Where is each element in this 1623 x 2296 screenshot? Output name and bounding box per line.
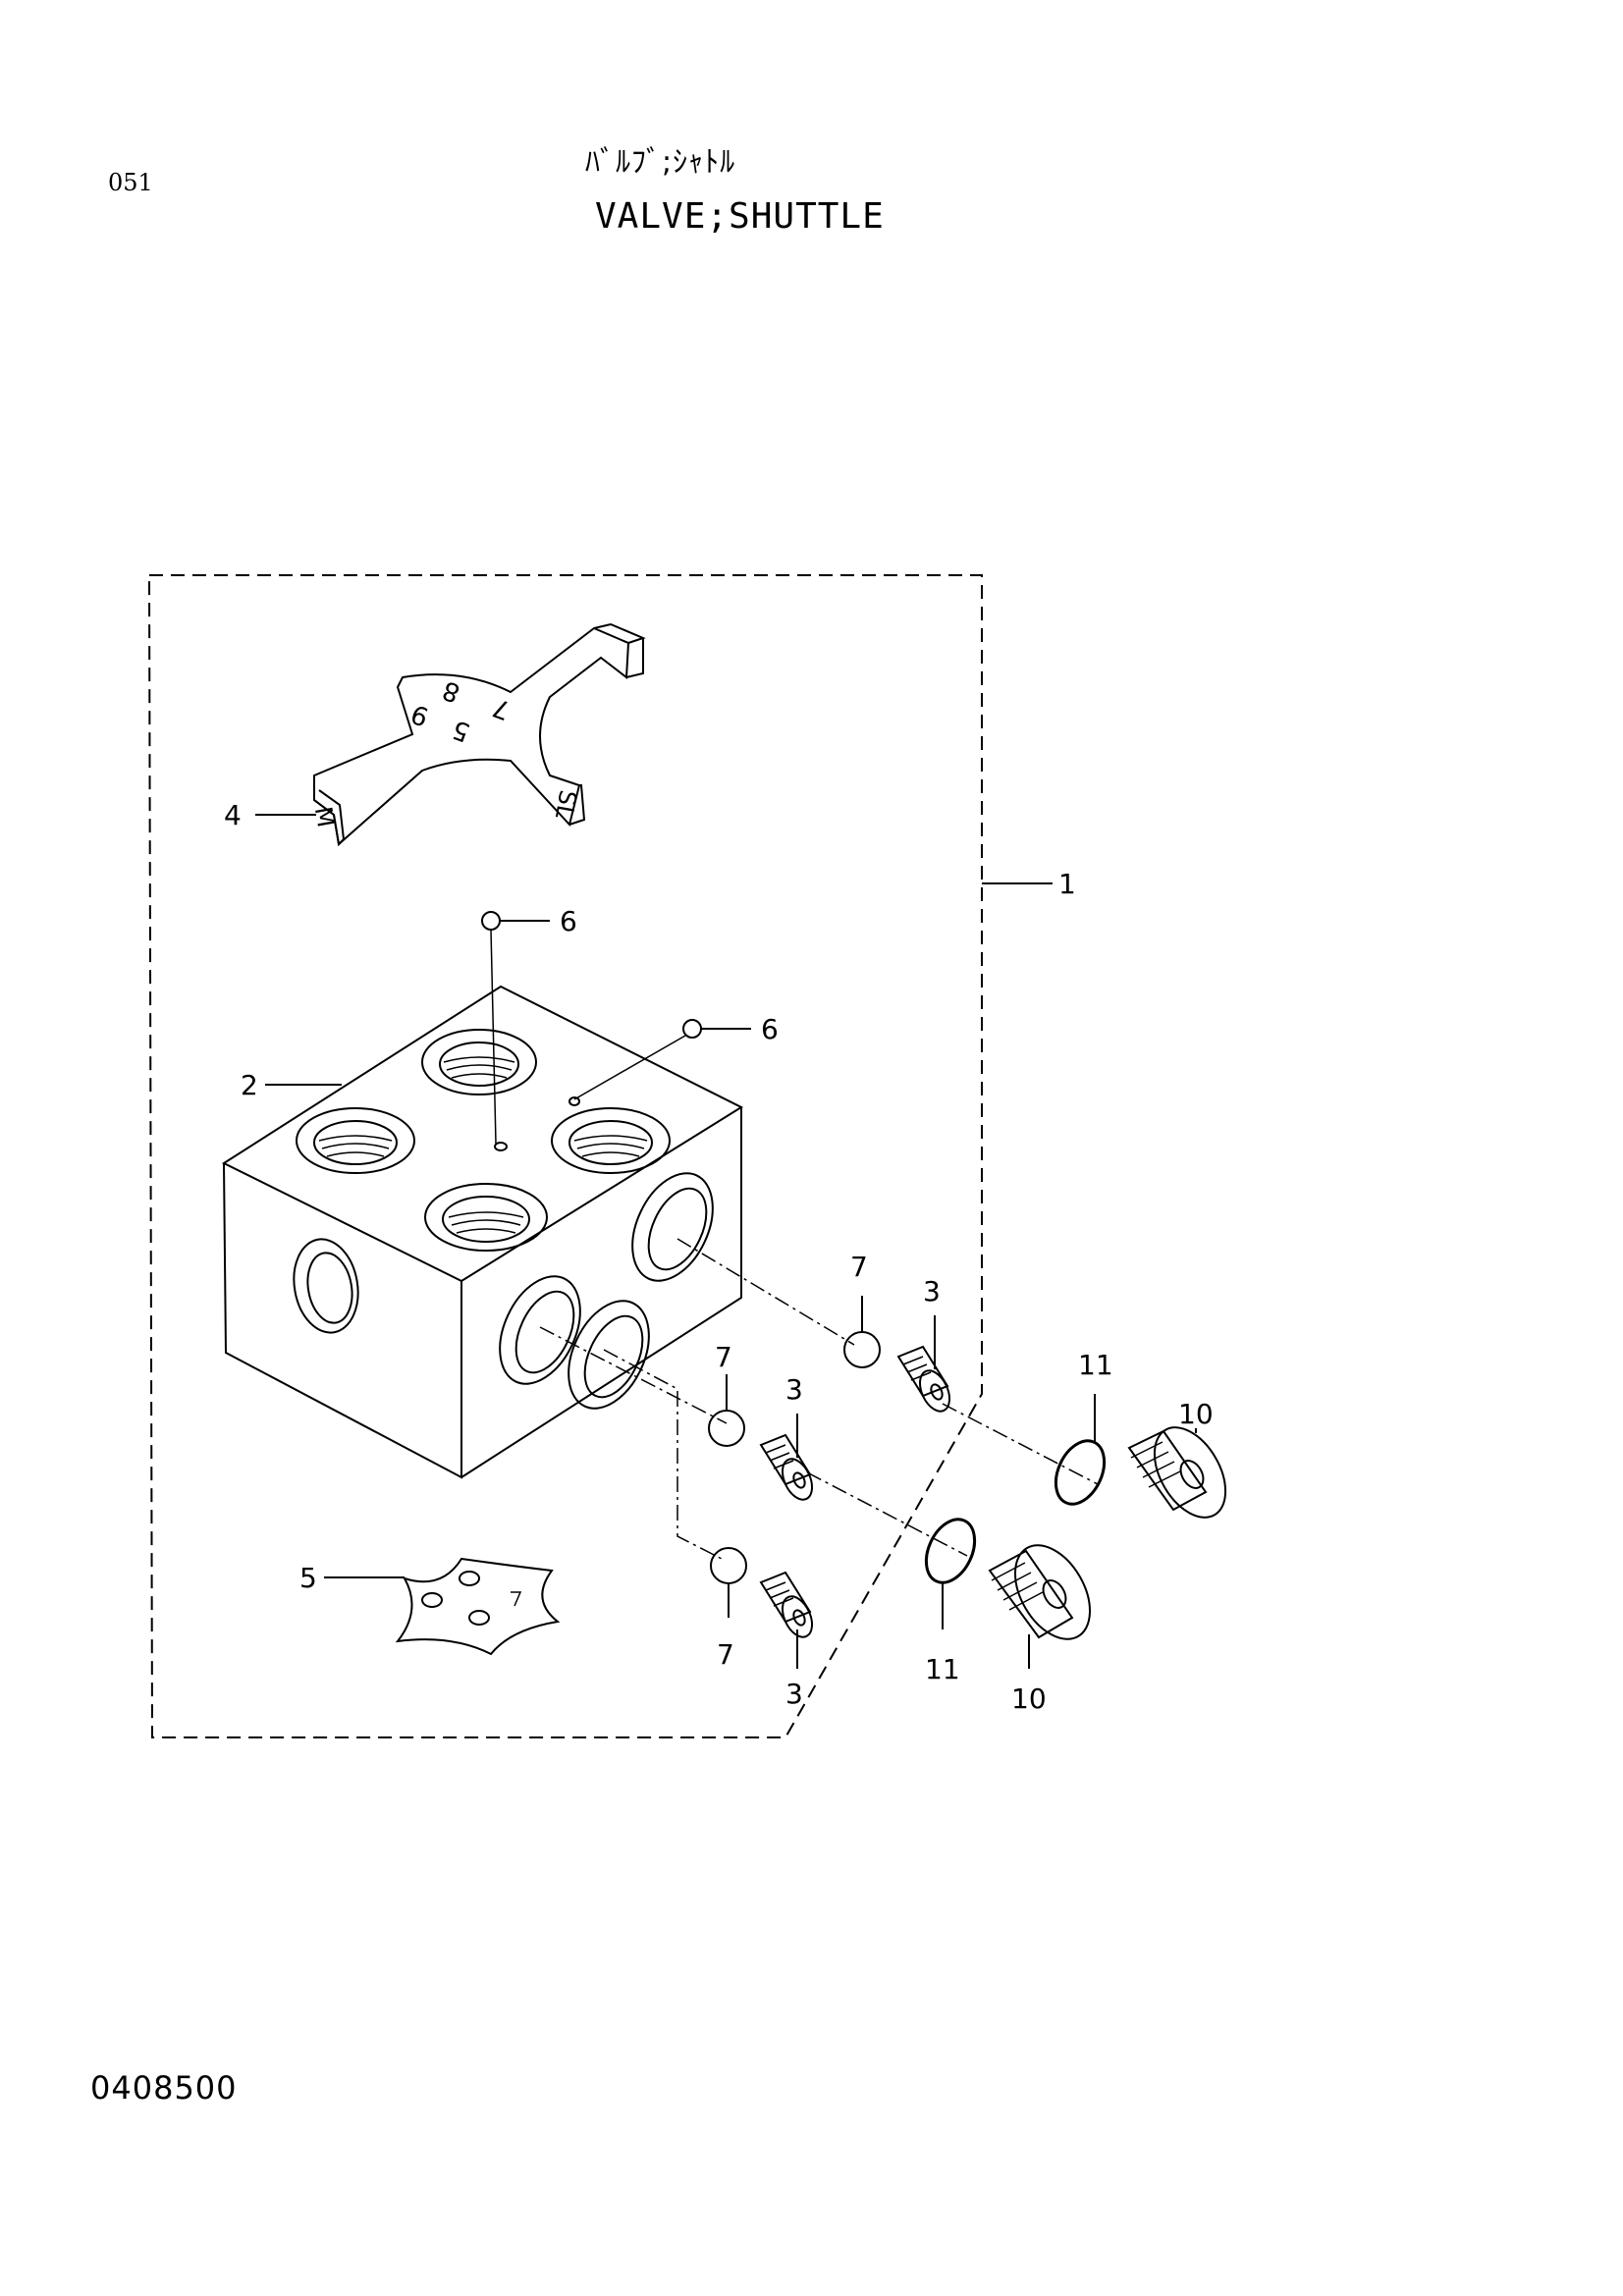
plug-part-3-upper <box>896 1345 951 1413</box>
centerline-middle-2 <box>806 1471 968 1557</box>
callout-6a: 6 <box>560 905 577 937</box>
callout-11a: 11 <box>1078 1349 1113 1381</box>
centerline-lower <box>603 1349 723 1560</box>
title-english: VALVE;SHUTTLE <box>595 196 885 237</box>
o-ring-part-11-upper <box>1054 1439 1107 1506</box>
plate-part-5 <box>395 1557 561 1656</box>
ball-part-7-middle <box>708 1410 745 1447</box>
callout-4: 4 <box>224 799 242 831</box>
plate-mark-7: 7 <box>489 692 514 725</box>
plate-mark-5: 5 <box>449 714 474 747</box>
callout-2: 2 <box>241 1069 258 1101</box>
ball-6-drop-line <box>490 929 497 1145</box>
callout-3c: 3 <box>785 1678 803 1710</box>
callout-10a: 10 <box>1178 1398 1214 1430</box>
name-plate-part-4: M SL 9 8 5 7 <box>309 622 646 847</box>
plug-part-3-lower <box>759 1571 814 1638</box>
callout-7c: 7 <box>717 1638 734 1671</box>
drawing-number: 0408500 <box>90 2069 238 2107</box>
callout-3b: 3 <box>785 1373 803 1406</box>
centerline-upper <box>676 1238 855 1346</box>
callout-5: 5 <box>299 1562 317 1594</box>
centerline-upper-2 <box>942 1403 1099 1485</box>
o-ring-part-11-lower <box>924 1518 977 1584</box>
valve-body-part-2 <box>221 985 744 1479</box>
plug-part-3-middle <box>759 1433 814 1501</box>
assembly-boundary <box>147 574 983 1738</box>
callout-7b: 7 <box>715 1341 732 1373</box>
ball-part-6-side <box>682 1019 702 1039</box>
plug-part-10-lower <box>988 1544 1091 1640</box>
callout-1: 1 <box>1058 868 1076 900</box>
title-japanese: ﾊﾞﾙﾌﾞ;ｼｬﾄﾙ <box>585 145 736 180</box>
callout-6b: 6 <box>761 1013 779 1045</box>
plug-part-10-upper <box>1127 1426 1227 1519</box>
page-code: 051 <box>108 169 153 196</box>
callout-10b: 10 <box>1011 1682 1047 1715</box>
centerline-middle <box>539 1326 728 1424</box>
ball-6-side-line <box>573 1035 686 1100</box>
plate-mark-m: M <box>309 805 340 829</box>
ball-part-7-upper <box>843 1331 881 1368</box>
plate-mark-9: 9 <box>407 698 433 731</box>
ball-part-6-top <box>481 911 501 931</box>
callout-3a: 3 <box>923 1275 941 1308</box>
ball-part-7-lower <box>710 1547 747 1584</box>
plate-mark-sl: SL <box>550 788 582 822</box>
callout-11b: 11 <box>925 1653 960 1685</box>
plate-mark-8: 8 <box>439 674 464 708</box>
callout-7a: 7 <box>850 1251 868 1283</box>
